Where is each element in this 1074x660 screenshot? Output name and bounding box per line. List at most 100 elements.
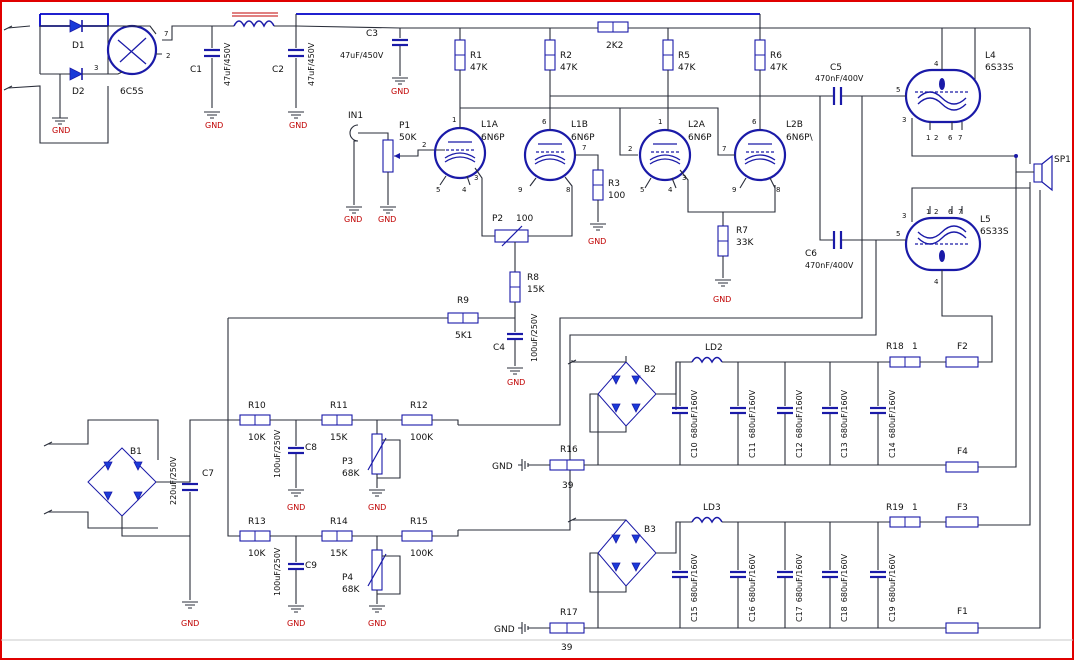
c11-val: 680uF/160V [748, 389, 757, 438]
c15-ref: C15 [690, 606, 699, 622]
bridge-b2: B2 [571, 356, 692, 465]
c15-label: C15680uF/160V [690, 553, 699, 622]
l1a-type: 6N6P [481, 133, 505, 143]
cap-c8: C8 100uF/250V GND [273, 420, 317, 512]
resistor-r6: R6 47K [754, 39, 788, 120]
l2a-pin3: 3 [682, 174, 686, 182]
r7-ref: R7 [736, 226, 748, 236]
c19-ref: C19 [888, 606, 897, 622]
p1-ref: P1 [399, 121, 410, 131]
fuse-f1: F1 [945, 607, 979, 634]
p2-ref: P2 [492, 214, 503, 224]
c8-val: 100uF/250V [273, 429, 282, 478]
l1a-pin5: 5 [436, 186, 440, 194]
l1a-pin1: 1 [452, 116, 456, 124]
l1a-ref: L1A [481, 120, 499, 130]
r17-ref: R17 [560, 608, 578, 618]
cap-c16: C16680uF/160V [730, 522, 757, 628]
c17-val: 680uF/160V [795, 553, 804, 602]
pot-p2: P2 100 [492, 214, 533, 272]
tube-l5: 5 3 1 2 6 7 4 L5 6S33S [896, 187, 1030, 363]
l5-type: 6S33S [980, 227, 1009, 237]
r14-ref: R14 [330, 517, 348, 527]
cap-c14: C14 680uF/160V [870, 362, 897, 465]
c17-ref: C17 [795, 606, 804, 622]
cap-c2: C2 47uF/450V GND [272, 26, 316, 130]
p3-val: 68K [342, 469, 360, 479]
c1-val: 47uF/450V [223, 42, 232, 86]
resistor-r8: R8 15K [509, 271, 545, 318]
l5-pin2: 2 [934, 208, 938, 216]
c13-ref: C13 [840, 442, 849, 458]
c14-ref: C14 [888, 442, 897, 458]
gnd-c8: GND [287, 503, 305, 512]
sp1-ref: SP1 [1054, 155, 1071, 165]
cap-c17: C17 680uF/160V [777, 522, 804, 628]
l2b-type: 6N6P\ [786, 133, 814, 143]
gnd-p4: GND [368, 619, 386, 628]
l1b-pin9: 9 [518, 186, 522, 194]
l4-pin3: 3 [902, 116, 906, 124]
l4-pin2: 2 [934, 134, 938, 142]
r13-ref: R13 [248, 517, 266, 527]
c19-val: 680uF/160V [888, 553, 897, 602]
r6-ref: R6 [770, 51, 782, 61]
c5-ref: C5 [830, 63, 842, 73]
c14-val: 680uF/160V [888, 389, 897, 438]
gnd-c9: GND [287, 619, 305, 628]
c18-val: 680uF/160V [840, 553, 849, 602]
c16-label: C16680uF/160V [748, 553, 757, 622]
b3-ref: B3 [644, 525, 656, 535]
ld2-ref: LD2 [705, 343, 723, 353]
l2b-pin7: 7 [722, 145, 726, 153]
p1-val: 50K [399, 133, 417, 143]
l5-ref: L5 [980, 215, 991, 225]
l5-pin4: 4 [934, 278, 939, 286]
r9-val: 5K1 [455, 331, 472, 341]
c16-val: 680uF/160V [748, 553, 757, 602]
resistor-r7: R7 33K GND [713, 212, 754, 304]
c10-val: 680uF/160V [690, 389, 699, 438]
l4-type: 6S33S [985, 63, 1014, 73]
c6-val: 470nF/400V [805, 261, 854, 270]
rect-tube-label: 6C5S [120, 87, 144, 97]
cap-c4: C4 100uF/250V GND [493, 313, 539, 387]
rectifier-tube-6c5s [106, 24, 158, 76]
c12-ref: C12 [795, 442, 804, 458]
c11-label: C11680uF/160V [748, 389, 757, 458]
l4-pin7: 7 [958, 134, 962, 142]
c9-ref: C9 [305, 561, 317, 571]
b2-rails [594, 362, 946, 466]
cap-bank-2: C15680uF/160V C16680uF/160V C17680uF/160… [672, 522, 897, 628]
tube-l4: 5 3 1 2 6 7 4 L4 6S33S [896, 28, 1016, 157]
bridge-b1: B1 [48, 419, 228, 537]
ld3-ref: LD3 [703, 503, 721, 513]
c10-ref: C10 [690, 442, 699, 458]
c3-ref: C3 [366, 29, 378, 39]
c8-ref: C8 [305, 443, 317, 453]
c18-ref: C18 [840, 606, 849, 622]
cap-c5: C5 470nF/400V [815, 63, 900, 105]
r6-val: 47K [770, 63, 788, 73]
r19-ref: R19 [886, 503, 904, 513]
cap-c15: C15680uF/160V [672, 522, 699, 628]
gnd-c4: GND [507, 378, 525, 387]
resistor-r1: R1 47K [454, 39, 488, 108]
r19-val: 1 [912, 503, 918, 513]
c10-label: C10 680uF/160V [690, 389, 699, 458]
r10-val: 10K [248, 433, 266, 443]
c19-label: C19 680uF/160V [888, 553, 897, 622]
r18-val: 1 [912, 342, 918, 352]
l5-pin7: 7 [958, 208, 962, 216]
resistor-r9: R9 5K1 [228, 296, 515, 341]
c6-ref: C6 [805, 249, 817, 259]
cap-bank-1: C10 680uF/160V C11680uF/160V C12 680uF/160… [672, 362, 897, 465]
l1b-pin7: 7 [582, 144, 586, 152]
f4-ref: F4 [957, 447, 968, 457]
gnd-c3: GND [391, 87, 409, 96]
resistor-r17: GND R17 39 [494, 608, 594, 653]
r13-val: 10K [248, 549, 266, 559]
tube-l2a: 1 2 5 4 3 L2A 6N6P [628, 118, 776, 213]
bias-rail [227, 318, 240, 537]
tube-l1a: 1 2 5 4 3 L1A 6N6P [422, 108, 505, 237]
